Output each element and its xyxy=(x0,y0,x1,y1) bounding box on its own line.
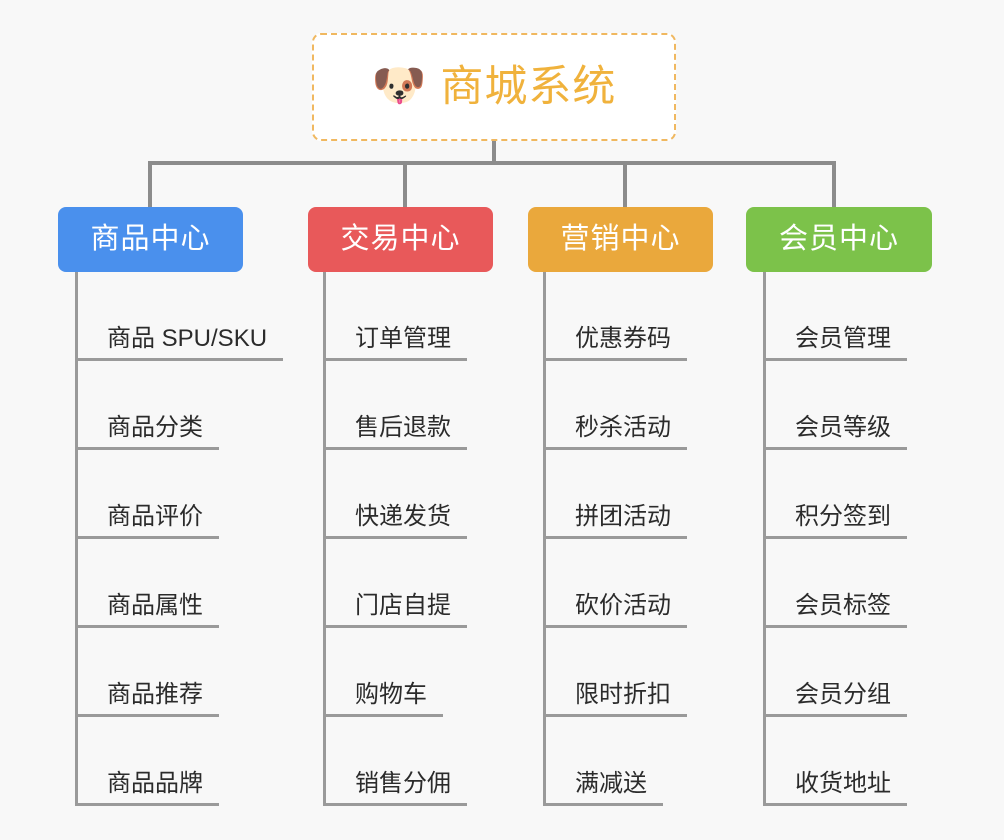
leaf-item[interactable]: 销售分佣 xyxy=(323,717,467,806)
root-title: 商城系统 xyxy=(440,62,617,111)
leaf-label: 会员等级 xyxy=(763,414,907,450)
leaf-item[interactable]: 会员等级 xyxy=(763,361,907,450)
leaf-trunk xyxy=(763,272,766,806)
connector-category-1 xyxy=(148,161,152,209)
leaf-item[interactable]: 拼团活动 xyxy=(543,450,687,539)
leaf-item[interactable]: 购物车 xyxy=(323,628,443,717)
category-box-1[interactable]: 商品中心 xyxy=(58,207,243,272)
leaf-item[interactable]: 会员管理 xyxy=(763,272,907,361)
category-box-2[interactable]: 交易中心 xyxy=(308,207,493,272)
leaf-label: 拼团活动 xyxy=(543,503,687,539)
leaf-label: 商品推荐 xyxy=(75,681,219,717)
leaf-label: 收货地址 xyxy=(763,770,907,806)
leaf-label: 商品评价 xyxy=(75,503,219,539)
connector-category-2 xyxy=(403,161,407,209)
leaf-item[interactable]: 限时折扣 xyxy=(543,628,687,717)
leaf-label: 限时折扣 xyxy=(543,681,687,717)
leaf-label: 销售分佣 xyxy=(323,770,467,806)
category-label: 营销中心 xyxy=(560,223,681,255)
leaf-item[interactable]: 商品评价 xyxy=(75,450,219,539)
leaf-label: 商品分类 xyxy=(75,414,219,450)
leaf-item[interactable]: 售后退款 xyxy=(323,361,467,450)
leaf-label: 秒杀活动 xyxy=(543,414,687,450)
connector-root-vertical xyxy=(492,141,496,164)
leaf-label: 快递发货 xyxy=(323,503,467,539)
leaf-label: 门店自提 xyxy=(323,592,467,628)
root-node[interactable]: 🐶 商城系统 xyxy=(312,33,676,141)
connector-category-4 xyxy=(832,161,836,209)
leaf-label: 会员标签 xyxy=(763,592,907,628)
leaf-item[interactable]: 商品属性 xyxy=(75,539,219,628)
leaf-label: 满减送 xyxy=(543,770,663,806)
leaf-trunk xyxy=(75,272,78,806)
leaf-label: 购物车 xyxy=(323,681,443,717)
leaf-item[interactable]: 满减送 xyxy=(543,717,663,806)
leaf-item[interactable]: 门店自提 xyxy=(323,539,467,628)
leaf-label: 商品 SPU/SKU xyxy=(75,325,284,361)
leaf-item[interactable]: 快递发货 xyxy=(323,450,467,539)
leaf-item[interactable]: 砍价活动 xyxy=(543,539,687,628)
category-label: 会员中心 xyxy=(778,223,899,255)
connector-horizontal-bus xyxy=(148,161,834,165)
leaf-label: 会员分组 xyxy=(763,681,907,717)
leaf-item[interactable]: 积分签到 xyxy=(763,450,907,539)
dog-face-icon: 🐶 xyxy=(371,61,427,110)
leaf-item[interactable]: 商品 SPU/SKU xyxy=(75,272,284,361)
leaf-label: 售后退款 xyxy=(323,414,467,450)
leaf-item[interactable]: 商品品牌 xyxy=(75,717,219,806)
leaf-label: 积分签到 xyxy=(763,503,907,539)
leaf-item[interactable]: 订单管理 xyxy=(323,272,467,361)
leaf-label: 砍价活动 xyxy=(543,592,687,628)
leaf-item[interactable]: 商品推荐 xyxy=(75,628,219,717)
category-label: 商品中心 xyxy=(90,223,211,255)
leaf-item[interactable]: 会员分组 xyxy=(763,628,907,717)
leaf-trunk xyxy=(323,272,326,806)
category-box-4[interactable]: 会员中心 xyxy=(746,207,932,272)
leaf-label: 订单管理 xyxy=(323,325,467,361)
category-label: 交易中心 xyxy=(340,223,461,255)
leaf-item[interactable]: 商品分类 xyxy=(75,361,219,450)
leaf-label: 会员管理 xyxy=(763,325,907,361)
leaf-item[interactable]: 优惠券码 xyxy=(543,272,687,361)
leaf-label: 商品品牌 xyxy=(75,770,219,806)
leaf-item[interactable]: 会员标签 xyxy=(763,539,907,628)
leaf-label: 优惠券码 xyxy=(543,325,687,361)
category-box-3[interactable]: 营销中心 xyxy=(528,207,713,272)
leaf-item[interactable]: 收货地址 xyxy=(763,717,907,806)
leaf-trunk xyxy=(543,272,546,806)
leaf-item[interactable]: 秒杀活动 xyxy=(543,361,687,450)
leaf-label: 商品属性 xyxy=(75,592,219,628)
connector-category-3 xyxy=(623,161,627,209)
